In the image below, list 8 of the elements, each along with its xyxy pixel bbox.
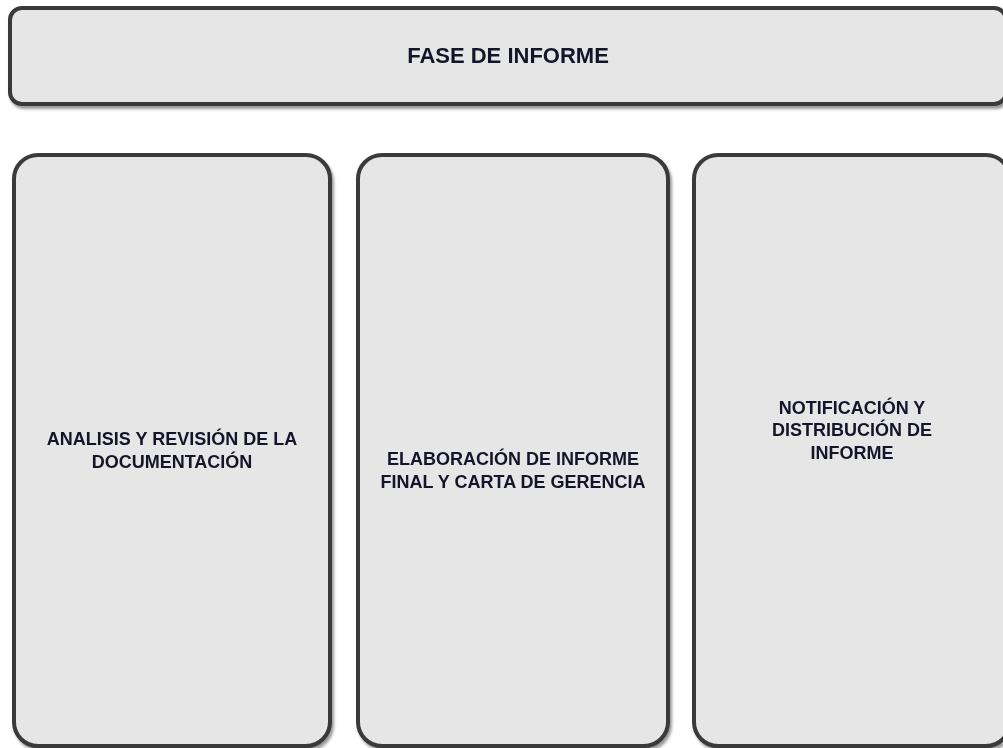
title-banner	[8, 6, 1003, 106]
card-text: NOTIFICACIÓN Y DISTRIBUCIÓN DE INFORME	[771, 396, 933, 465]
phase-card	[356, 153, 670, 748]
phase-card	[12, 153, 332, 748]
card-text: ANALISIS Y REVISIÓN DE LA DOCUMENTACIÓN	[45, 428, 299, 473]
card-text: ELABORACIÓN DE INFORME FINAL Y CARTA DE GERENCIA	[379, 448, 647, 493]
banner-title: FASE DE INFORME	[407, 42, 609, 70]
phase-card	[692, 153, 1003, 748]
